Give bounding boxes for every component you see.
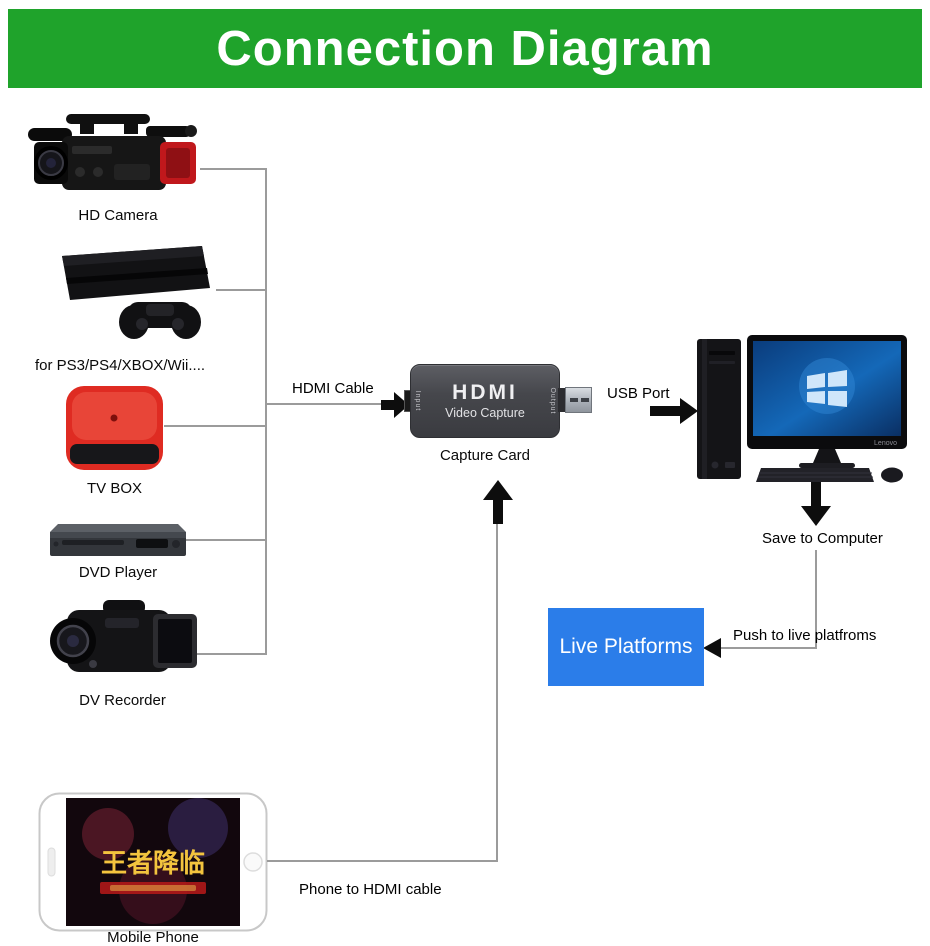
connector-line-console (216, 289, 266, 291)
dvd-player-label: DVD Player (78, 564, 158, 581)
phone-to-hdmi-label: Phone to HDMI cable (299, 881, 442, 898)
arrow-right-hdmi-icon (381, 392, 409, 418)
connector-line-camera (200, 168, 266, 170)
connector-line-dvd (186, 539, 266, 541)
capture-card-input-label: Input (414, 390, 421, 412)
capture-card-product: Video Capture (445, 406, 525, 420)
title-banner: Connection Diagram (8, 9, 922, 88)
connector-line-dv (197, 653, 266, 655)
usb-plug-base (558, 388, 565, 412)
connector-line-push-horizontal (719, 647, 817, 649)
arrow-right-usb-icon (650, 398, 698, 424)
dvd-player-illustration (50, 524, 186, 556)
push-to-live-label: Push to live platfroms (733, 627, 877, 644)
dv-recorder-label: DV Recorder (79, 692, 166, 709)
mobile-phone-label: Mobile Phone (107, 929, 199, 946)
capture-card-output-label: Output (549, 387, 556, 415)
save-to-computer-label: Save to Computer (762, 530, 883, 547)
capture-card-brand: HDMI (452, 381, 518, 404)
hdmi-cable-label: HDMI Cable (292, 380, 374, 397)
hd-camera-illustration (28, 114, 197, 190)
hd-camera-label: HD Camera (78, 207, 158, 224)
connector-line-tvbox (164, 425, 266, 427)
connector-line-hdmi (265, 403, 383, 405)
usb-plug (565, 387, 592, 413)
phone-game-title: 王者降临 (101, 848, 205, 878)
monitor-brand-label: Lenovo (874, 440, 897, 447)
game-console-illustration (62, 246, 210, 339)
page-title: Connection Diagram (216, 21, 714, 76)
live-platforms-label: Live Platforms (559, 635, 693, 658)
computer-illustration: Lenovo (697, 335, 907, 483)
arrow-up-capture-icon (483, 480, 513, 524)
arrow-down-save-icon (801, 482, 831, 526)
connector-line-save-vertical (815, 550, 817, 648)
capture-card-label: Capture Card (439, 447, 531, 464)
tv-box-illustration (66, 386, 163, 470)
dv-recorder-illustration (50, 600, 197, 672)
capture-card-body: HDMI Video Capture Input Output (410, 364, 560, 438)
connector-line-phone-horizontal (267, 860, 498, 862)
capture-card: HDMI Video Capture Input Output (400, 356, 592, 444)
live-platforms-box: Live Platforms (548, 608, 704, 686)
usb-port-label: USB Port (607, 385, 670, 402)
tv-box-label: TV BOX (86, 480, 142, 497)
arrow-left-live-icon (703, 638, 721, 658)
connector-line-phone-vertical (496, 522, 498, 862)
mobile-phone-illustration: 王者降临 (38, 792, 268, 932)
game-console-label: for PS3/PS4/XBOX/Wii.... (34, 357, 206, 374)
connector-bus-vertical (265, 168, 267, 655)
